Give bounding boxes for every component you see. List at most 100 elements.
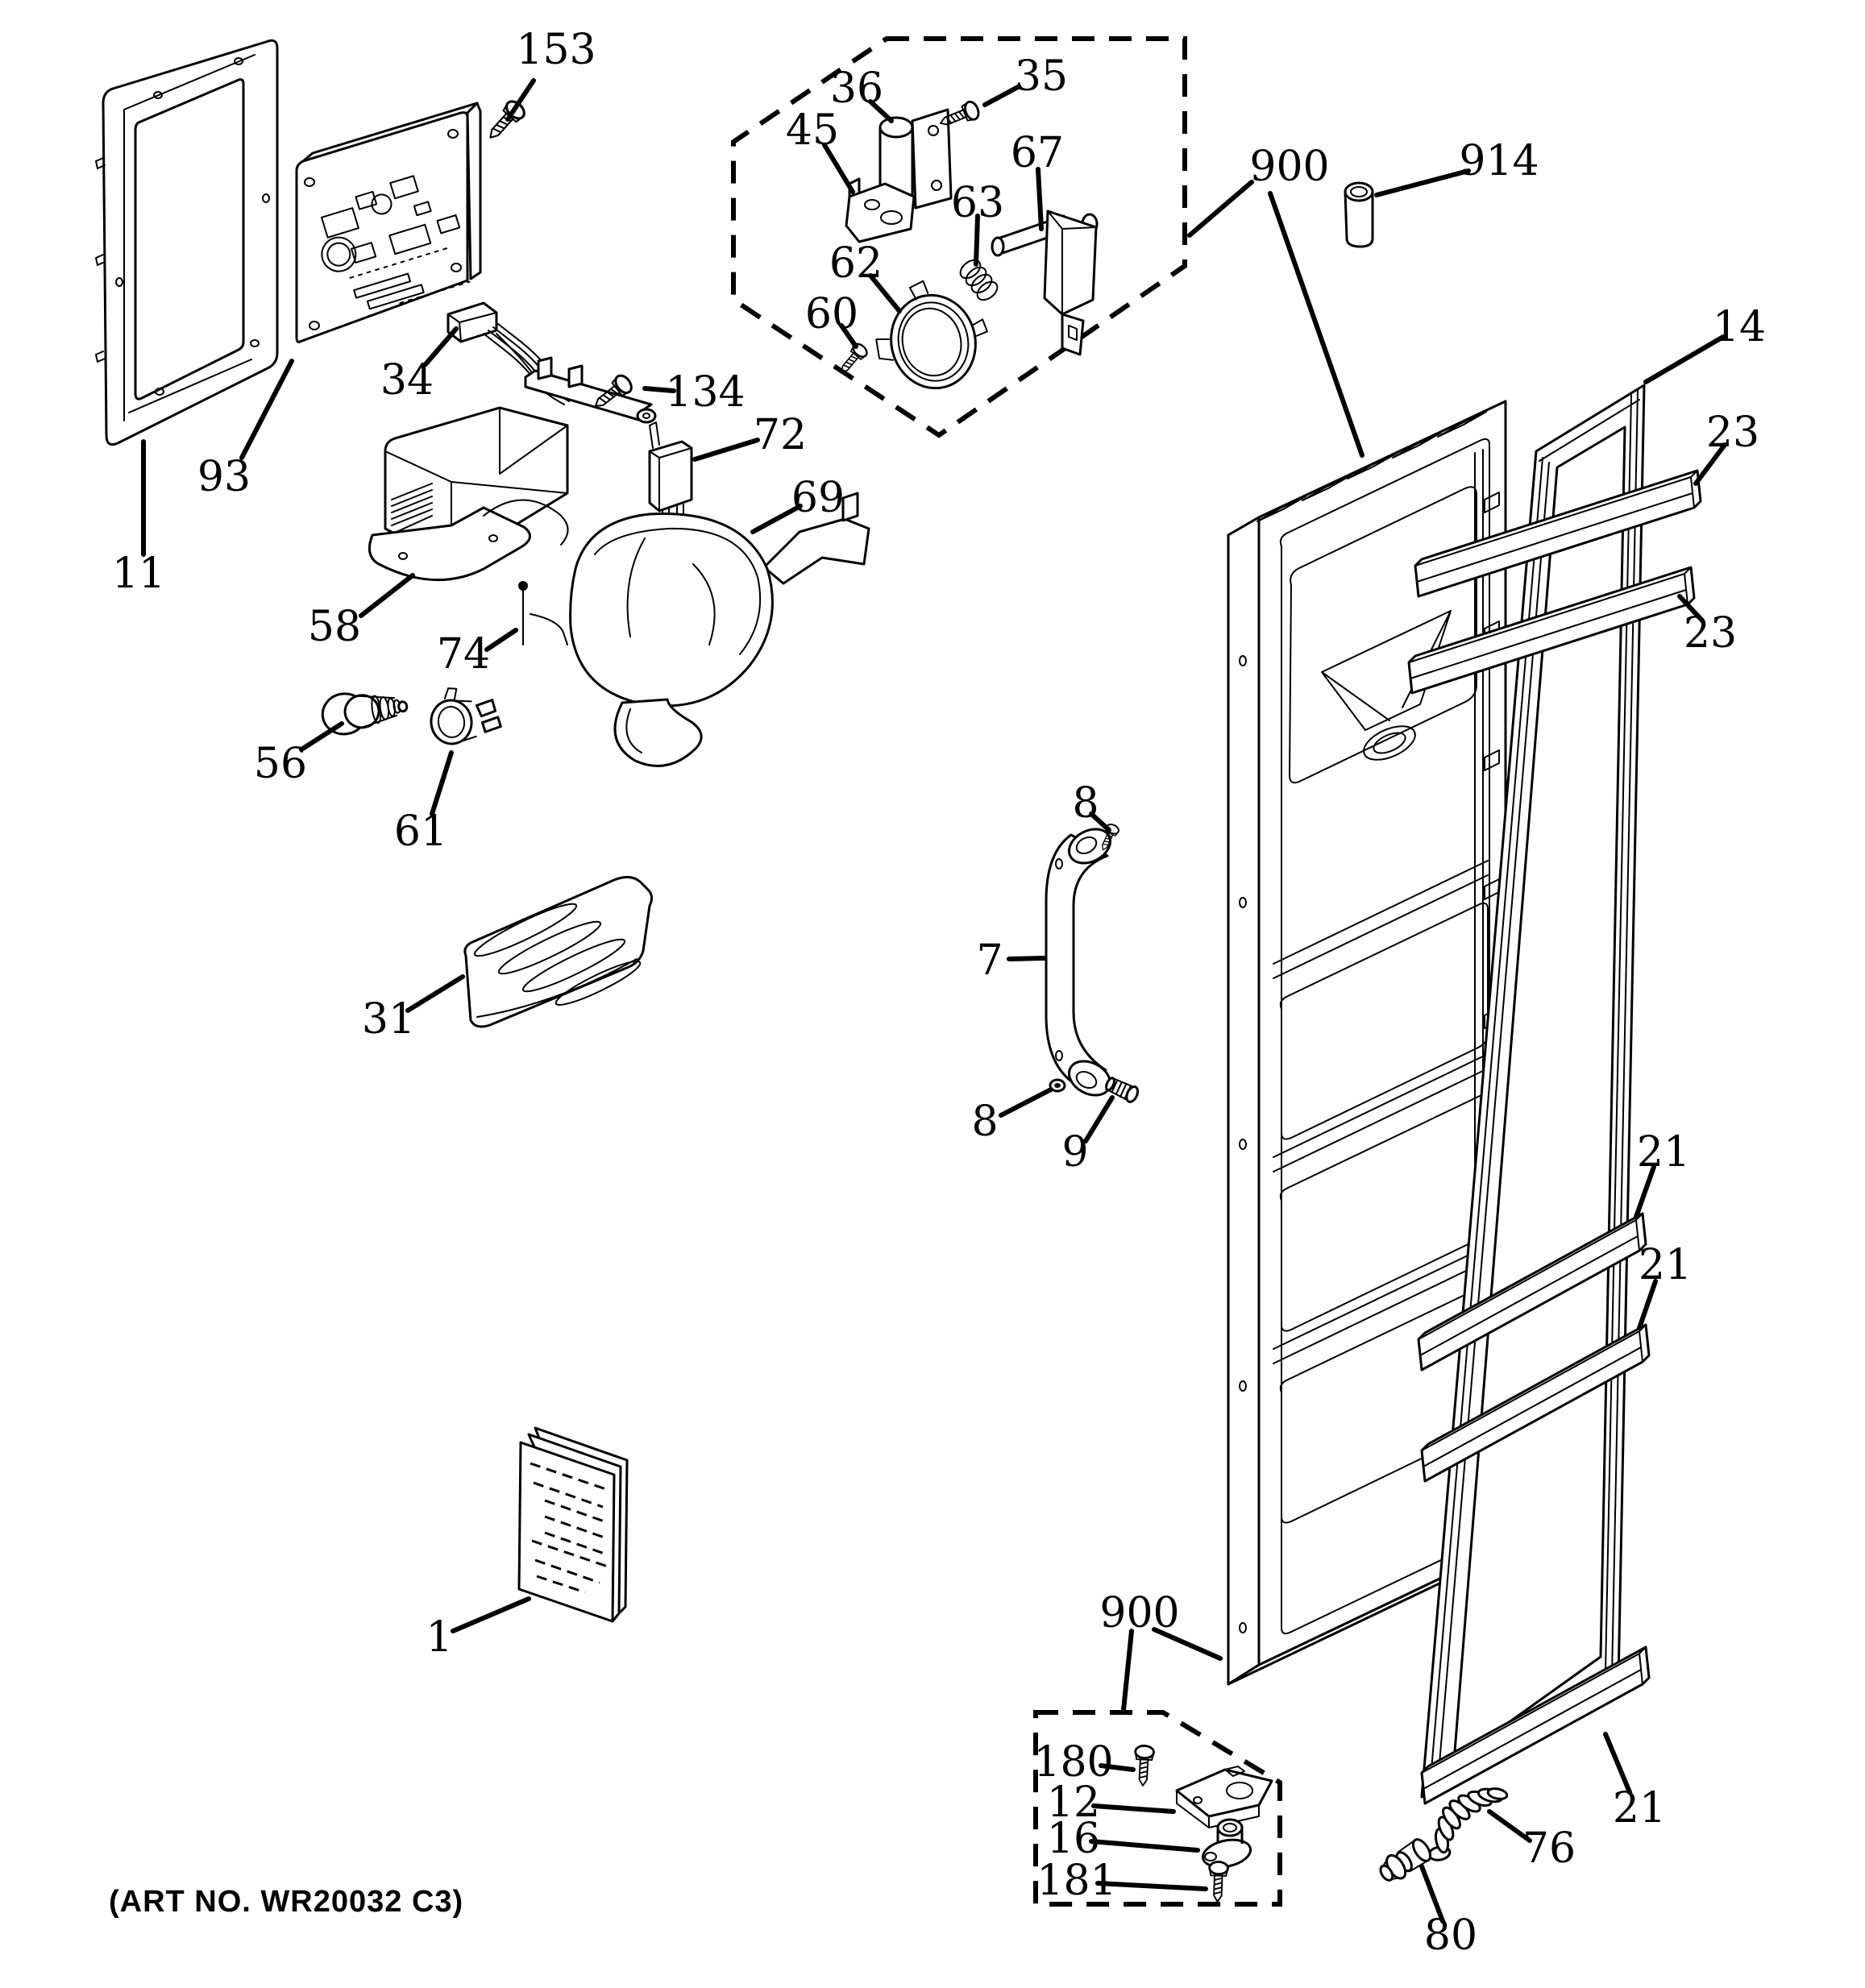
actuator-67 <box>991 210 1099 356</box>
leader-36 <box>868 99 894 123</box>
shelf-bar-21a <box>1417 1212 1647 1372</box>
callout-label-153: 153 <box>516 26 596 74</box>
callout-label-31: 31 <box>362 995 415 1044</box>
callout-label-11: 11 <box>112 550 165 598</box>
callout-label-62: 62 <box>829 239 883 288</box>
leader-61 <box>430 750 454 816</box>
callout-label-8a: 8 <box>1072 779 1099 828</box>
ice-funnel <box>569 492 870 767</box>
leader-900a <box>1268 191 1364 458</box>
water-hose <box>1427 1787 1509 1861</box>
shelf-bar-21b <box>1420 1323 1651 1483</box>
leader-153 <box>505 78 536 122</box>
leader-72 <box>692 438 760 462</box>
callout-label-61: 61 <box>394 807 447 856</box>
callout-label-8b: 8 <box>971 1098 998 1146</box>
hose-fitting <box>1379 1838 1432 1882</box>
board-components <box>321 175 471 310</box>
callout-label-181: 181 <box>1036 1857 1116 1905</box>
bracket-45 <box>845 177 916 243</box>
leader-900a <box>1187 180 1254 238</box>
leader-21c <box>1603 1732 1632 1795</box>
callout-label-63: 63 <box>951 179 1004 227</box>
callout-label-36: 36 <box>830 64 883 113</box>
callout-label-21c: 21 <box>1613 1784 1666 1832</box>
ice-door-62 <box>875 280 988 390</box>
icemaker-kit-box <box>731 36 1187 438</box>
callout-label-23a: 23 <box>1706 409 1759 457</box>
leader-14 <box>1643 334 1726 384</box>
hinge-cam-16 <box>1201 1818 1252 1869</box>
leader-914 <box>1374 168 1471 197</box>
leader-74 <box>484 628 518 652</box>
callout-label-12: 12 <box>1047 1778 1100 1827</box>
callout-label-7: 7 <box>976 936 1003 985</box>
callout-label-76: 76 <box>1522 1824 1576 1873</box>
handle-stud-9 <box>1105 1077 1140 1103</box>
callout-label-23b: 23 <box>1684 609 1737 658</box>
leader-56 <box>299 721 344 752</box>
leader-8b <box>999 1087 1053 1118</box>
leader-35 <box>982 85 1020 107</box>
shelf-bar-23b <box>1407 566 1696 695</box>
leader-60 <box>839 323 858 349</box>
leader-134 <box>642 386 676 393</box>
pin-74 <box>518 581 568 645</box>
shelf-bar-21c <box>1420 1646 1651 1805</box>
leader-69 <box>750 504 803 534</box>
callout-label-93: 93 <box>197 453 251 501</box>
handle-nut-8b <box>1049 1078 1066 1093</box>
dispenser-module <box>368 356 657 582</box>
callout-label-74: 74 <box>437 630 490 679</box>
micro-switch <box>648 421 693 525</box>
leader-1 <box>451 1596 531 1633</box>
leader-23b <box>1677 594 1705 623</box>
leader-62 <box>868 273 902 313</box>
dispenser-panel <box>95 39 279 446</box>
leader-12 <box>1091 1803 1176 1814</box>
screw-153 <box>481 97 529 146</box>
leader-67 <box>1036 167 1044 231</box>
door-handle <box>1045 828 1111 1097</box>
leader-7 <box>1007 956 1047 961</box>
callout-label-180: 180 <box>1033 1738 1113 1787</box>
callout-label-14: 14 <box>1713 303 1766 351</box>
leader-900b <box>1152 1627 1223 1661</box>
art-number: (ART NO. WR20032 C3) <box>109 1885 463 1919</box>
screw-181 <box>1207 1860 1230 1903</box>
hinge-kit-box <box>1033 1710 1282 1907</box>
leader-34 <box>423 326 459 367</box>
leader-23a <box>1693 442 1727 486</box>
callout-label-21b: 21 <box>1639 1241 1692 1289</box>
callout-label-72: 72 <box>754 411 807 459</box>
manual-book <box>517 1426 629 1623</box>
callout-label-69: 69 <box>791 474 845 522</box>
callout-label-900a: 900 <box>1249 143 1329 191</box>
leader-9 <box>1083 1095 1115 1143</box>
callout-label-56: 56 <box>254 740 307 788</box>
callout-label-9: 9 <box>1061 1128 1088 1177</box>
leader-76 <box>1487 1809 1532 1843</box>
callout-label-58: 58 <box>308 603 361 651</box>
bushing-914 <box>1344 181 1374 248</box>
leader-80 <box>1419 1864 1445 1924</box>
screw-180 <box>1132 1744 1156 1787</box>
light-bulb <box>321 692 409 736</box>
leader-180 <box>1099 1763 1136 1772</box>
callout-label-60: 60 <box>805 290 858 338</box>
leader-181 <box>1095 1881 1208 1891</box>
leader-8a <box>1089 811 1111 832</box>
leader-31 <box>405 974 465 1013</box>
callout-label-1: 1 <box>426 1613 452 1662</box>
spring-63 <box>959 259 999 301</box>
leader-21b <box>1637 1279 1658 1330</box>
hinge-bracket-12 <box>1175 1766 1273 1828</box>
callout-label-45: 45 <box>786 106 839 155</box>
callout-label-35: 35 <box>1015 52 1068 101</box>
drip-grille <box>463 876 654 1028</box>
leader-93 <box>239 359 294 460</box>
leader-63 <box>974 214 980 267</box>
